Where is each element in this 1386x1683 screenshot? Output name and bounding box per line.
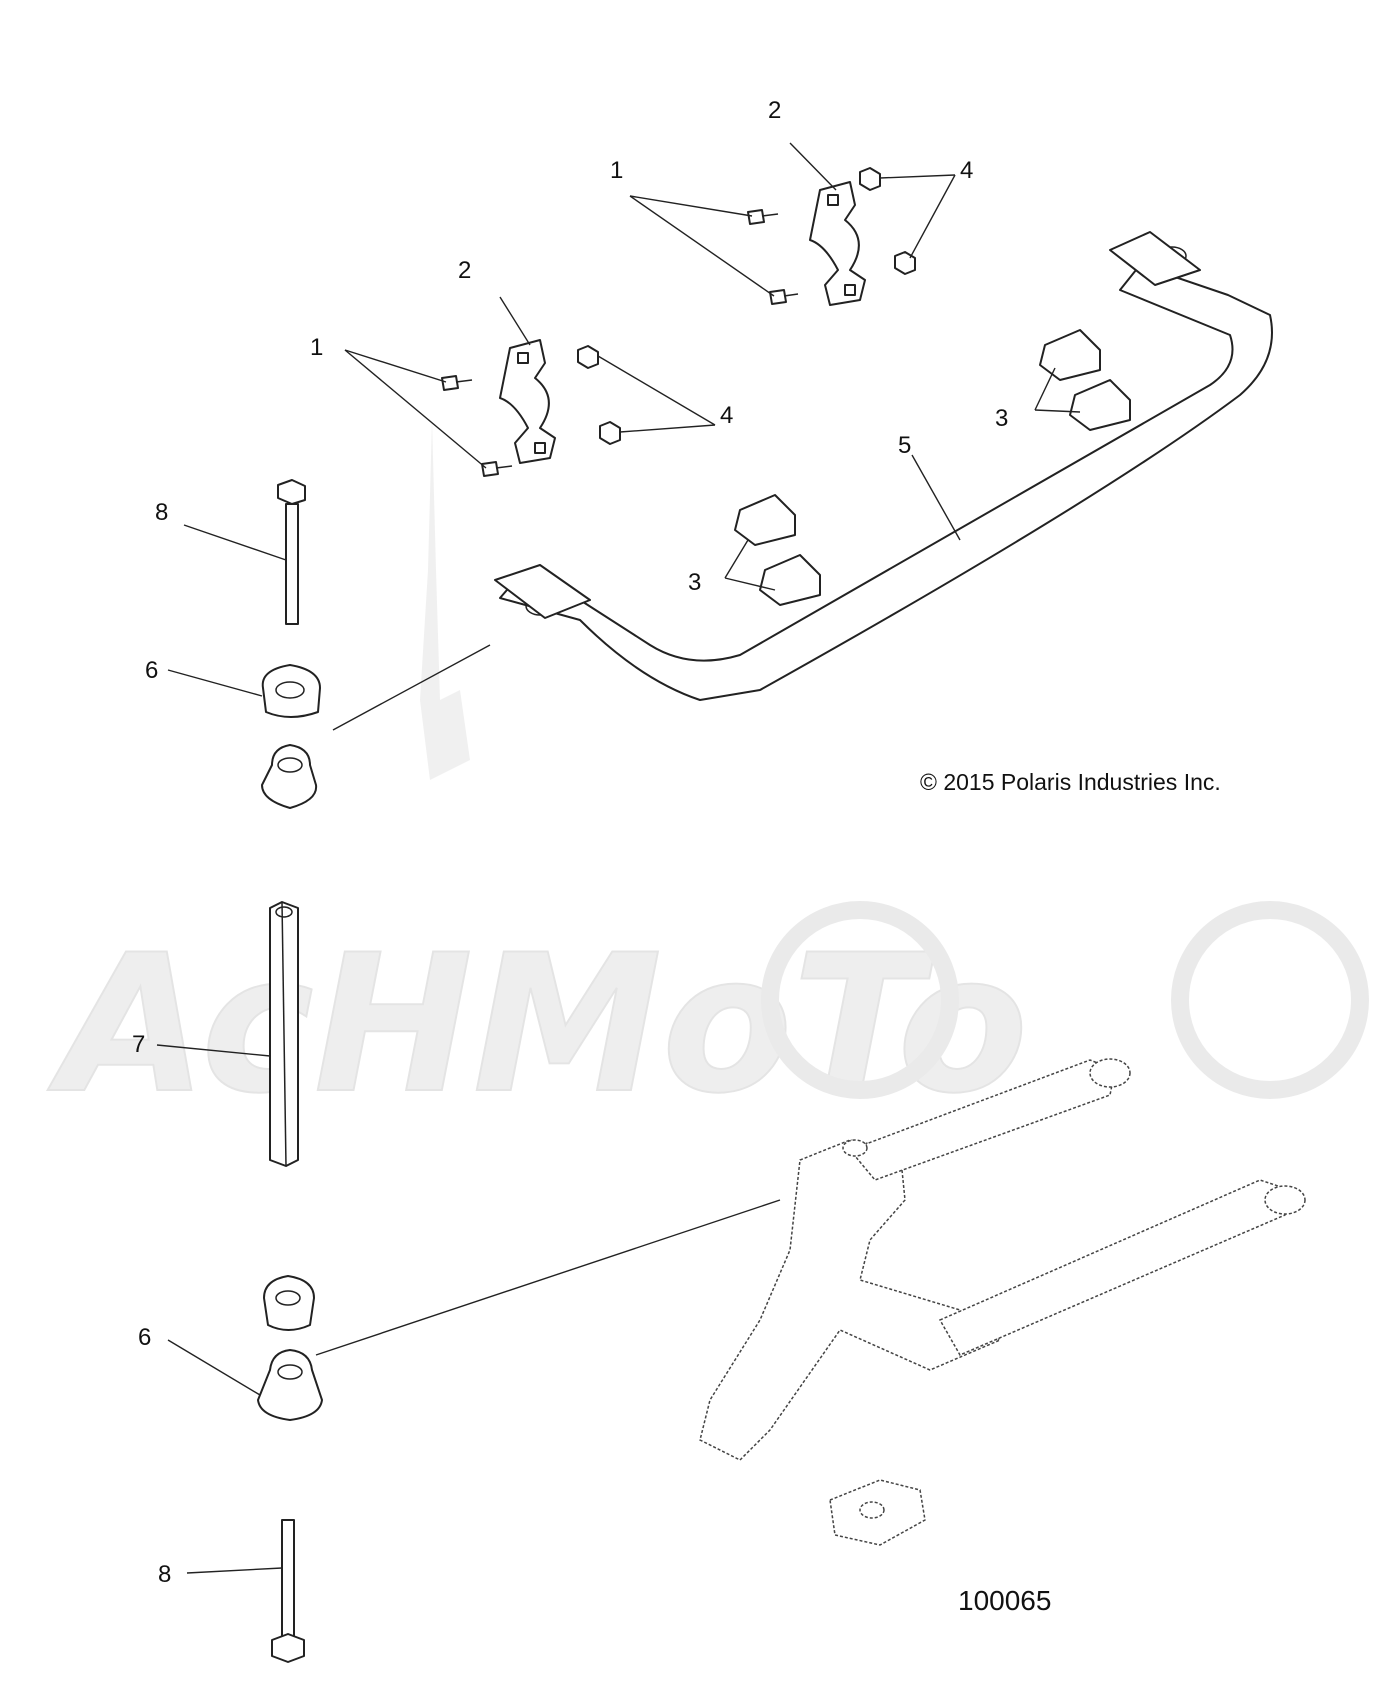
callout-7: 7 bbox=[132, 1031, 145, 1058]
clamp-group-upper bbox=[747, 167, 916, 306]
callout-6-upper: 6 bbox=[145, 657, 158, 684]
watermark-text: AcHMoTo bbox=[47, 914, 1028, 1135]
sway-bar bbox=[494, 231, 1273, 701]
callout-labels: 1 1 2 2 3 3 4 4 5 6 6 7 8 8 bbox=[132, 97, 1008, 1588]
copyright-notice: © 2015 Polaris Industries Inc. bbox=[920, 769, 1221, 795]
callout-2-upper: 2 bbox=[768, 97, 781, 124]
callout-1-lower: 1 bbox=[310, 334, 323, 361]
link-assembly bbox=[257, 479, 323, 1663]
callout-1-upper: 1 bbox=[610, 157, 623, 184]
leader-lines bbox=[156, 142, 1081, 1574]
callout-2-lower: 2 bbox=[458, 257, 471, 284]
callout-4-lower: 4 bbox=[720, 402, 733, 429]
callout-6-lower: 6 bbox=[138, 1324, 151, 1351]
bushing-set-left bbox=[734, 494, 821, 606]
callout-8-lower: 8 bbox=[158, 1561, 171, 1588]
callout-4-upper: 4 bbox=[960, 157, 973, 184]
watermark: AcHMoTo bbox=[46, 420, 1369, 1136]
callout-3-right: 3 bbox=[995, 405, 1008, 432]
clamp-group-lower bbox=[441, 339, 621, 477]
diagram-part-number: 100065 bbox=[958, 1585, 1051, 1616]
suspension-arms-ghost bbox=[699, 1058, 1306, 1546]
bushing-set-right bbox=[1039, 329, 1131, 431]
callout-3-left: 3 bbox=[688, 569, 701, 596]
callout-5: 5 bbox=[898, 432, 911, 459]
callout-8-upper: 8 bbox=[155, 499, 168, 526]
